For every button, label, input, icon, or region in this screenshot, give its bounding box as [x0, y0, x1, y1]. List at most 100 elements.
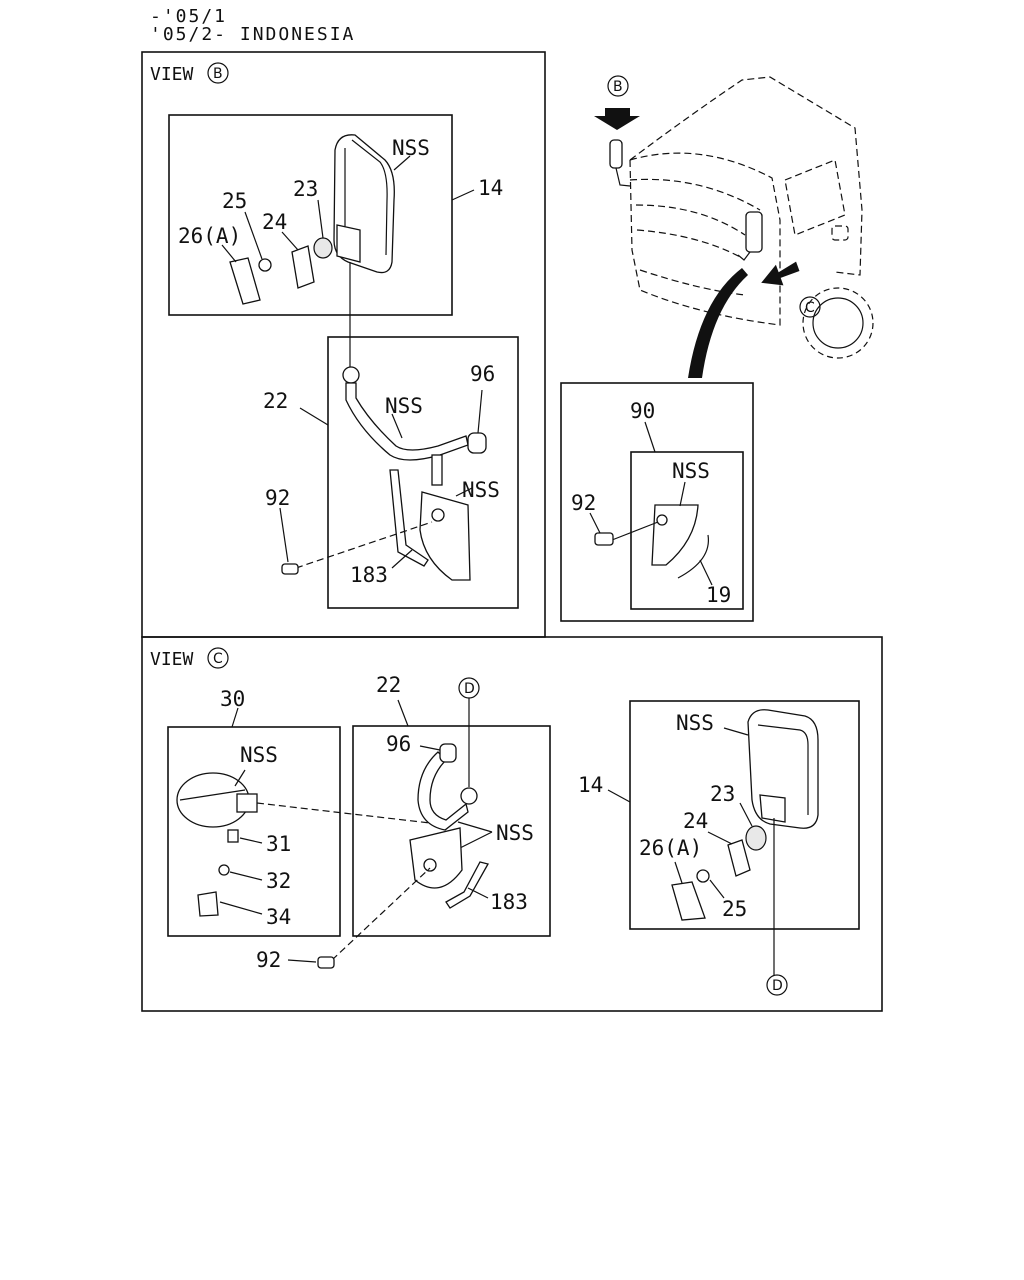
mirror-stay-b — [342, 366, 469, 486]
stay-box-c — [352, 725, 551, 937]
leader-31 — [239, 837, 263, 844]
label-23-b: 23 — [293, 177, 318, 201]
leader-nss-stay-c-1 — [457, 821, 493, 833]
label-183-c: 183 — [490, 890, 528, 914]
cover-26a-c — [671, 881, 706, 921]
header-line2: '05/2- INDONESIA — [150, 24, 355, 45]
leader-14-c — [607, 789, 631, 803]
bolt-line-92-b — [295, 521, 433, 569]
label-nss-90: NSS — [672, 459, 710, 483]
label-92-c: 92 — [256, 948, 281, 972]
mirror-box-c — [629, 700, 860, 930]
leader-183-c — [467, 887, 489, 899]
overview-mirror-left — [609, 139, 623, 169]
leader-nss-mirror-c — [723, 727, 749, 736]
label-nss-stay-c: NSS — [496, 821, 534, 845]
leader-25-b — [244, 211, 263, 260]
leader-90 — [644, 421, 656, 453]
bracket-c-hole — [423, 858, 437, 872]
leader-22-c — [397, 699, 409, 727]
label-14-b: 14 — [478, 176, 503, 200]
bolt-line-92-c — [331, 867, 431, 961]
bolt-92-c — [317, 956, 335, 969]
label-23-c: 23 — [710, 782, 735, 806]
leader-30 — [231, 707, 239, 728]
label-31: 31 — [266, 832, 291, 856]
screw-32 — [218, 864, 230, 876]
leader-19 — [699, 559, 713, 586]
stay-box-b — [327, 336, 519, 609]
label-96-b: 96 — [470, 362, 495, 386]
header-line1: -'05/1 — [150, 6, 227, 27]
view-b-title: VIEW — [150, 64, 194, 85]
bracket-c — [409, 827, 463, 889]
mirror-head-c — [747, 709, 819, 829]
label-14-c: 14 — [578, 773, 603, 797]
label-24-b: 24 — [262, 210, 287, 234]
dash-30-to-22 — [256, 802, 431, 824]
label-nss-under: NSS — [240, 743, 278, 767]
view-c-title: VIEW — [150, 649, 194, 670]
cover-26a-b — [229, 257, 261, 305]
label-90: 90 — [630, 399, 655, 423]
seal-19 — [677, 534, 710, 579]
leader-96-c — [419, 745, 441, 751]
bolt-92-90 — [594, 532, 614, 546]
label-34: 34 — [266, 905, 291, 929]
leader-92-c — [287, 959, 317, 963]
leader-nss-mirror-b — [393, 155, 411, 171]
overview-marker-b: B — [613, 79, 623, 95]
label-25-c: 25 — [722, 897, 747, 921]
overview-mirror-right — [745, 211, 763, 253]
mirror-stay-c — [417, 743, 478, 831]
leader-23-c — [739, 802, 753, 827]
detail-90-inner — [630, 451, 744, 610]
bracket-hole-b — [431, 508, 445, 522]
label-22-c: 22 — [376, 673, 401, 697]
view-b-marker: B — [213, 66, 223, 82]
label-26a-b: 26(A) — [178, 224, 241, 248]
bracket-90-hole — [656, 514, 668, 526]
label-19: 19 — [706, 583, 731, 607]
leader-92-b — [279, 507, 289, 563]
view-c-frame — [141, 636, 883, 1012]
leader-nss-stay-b — [391, 413, 403, 439]
leader-23-b — [317, 199, 324, 239]
label-32: 32 — [266, 869, 291, 893]
arrow-b-icon — [594, 108, 640, 130]
cap-23-b — [313, 237, 333, 259]
screw-25-c — [696, 869, 710, 883]
label-92-90: 92 — [571, 491, 596, 515]
marker-d-bottom: D — [772, 978, 783, 994]
label-183-b: 183 — [350, 563, 388, 587]
clip-24-c — [727, 839, 751, 877]
leader-nss-stay-c-2 — [459, 831, 493, 849]
arrow-c-icon — [761, 261, 800, 286]
detail-90-frame — [560, 382, 754, 622]
leader-26a-b — [221, 244, 237, 263]
screw-25-b — [258, 258, 272, 272]
nut-31 — [227, 829, 239, 843]
label-92-b: 92 — [265, 486, 290, 510]
label-nss-bracket-b: NSS — [462, 478, 500, 502]
label-96-c: 96 — [386, 732, 411, 756]
leader-14-b — [451, 189, 475, 201]
leader-183-b — [391, 549, 413, 569]
leader-26a-c — [674, 861, 683, 884]
leader-92-90 — [589, 512, 601, 534]
label-nss-mirror-b: NSS — [392, 136, 430, 160]
seal-183-b — [389, 469, 429, 567]
overview-marker-c: C — [805, 300, 815, 316]
overview-marker-c-circle — [799, 296, 821, 318]
label-30: 30 — [220, 687, 245, 711]
leader-24-b — [281, 231, 299, 251]
overview-mirror-right-stay — [737, 251, 751, 261]
under-mirror-box — [167, 726, 341, 937]
mirror-box-b — [168, 114, 453, 316]
cap-34 — [197, 891, 219, 917]
under-mirror — [176, 772, 258, 828]
leader-24-c — [707, 831, 733, 845]
clip-24-b — [291, 245, 315, 289]
bracket-b — [419, 491, 471, 581]
